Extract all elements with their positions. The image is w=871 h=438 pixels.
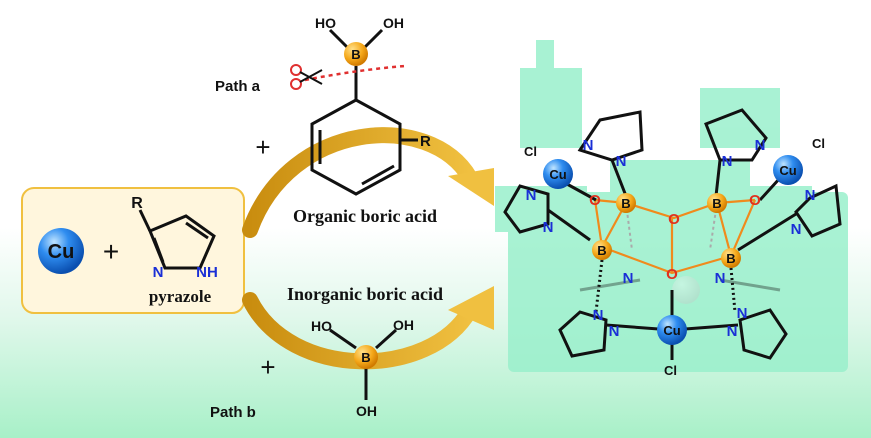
product-n-7: N xyxy=(805,187,816,204)
product-n-4: N xyxy=(755,137,766,154)
product-n-11: N xyxy=(727,323,738,340)
product-n-5: N xyxy=(526,187,537,204)
product-cluster: Cu Cu Cu Cl Cl Cl B B B B O O O O N N N … xyxy=(503,108,842,378)
product-n-13: N xyxy=(623,270,634,287)
path-a-oh: OH xyxy=(383,15,404,31)
product-n-10: N xyxy=(609,323,620,340)
product-silhouette xyxy=(495,40,848,372)
path-a-plus: + xyxy=(255,132,270,162)
path-b-ho: HO xyxy=(311,318,332,334)
product-n-1: N xyxy=(583,137,594,154)
scissors-icon xyxy=(290,64,323,90)
pyrazole-n: N xyxy=(153,264,164,281)
upper-arrowhead xyxy=(448,168,494,206)
product-cu-2: Cu xyxy=(779,163,796,178)
product-b-3: B xyxy=(597,243,606,258)
product-n-2: N xyxy=(616,153,627,170)
product-n-8: N xyxy=(791,221,802,238)
path-a-label: Path a xyxy=(215,78,261,95)
product-o-3: O xyxy=(668,211,680,228)
product-b-2: B xyxy=(712,196,721,211)
product-o-2: O xyxy=(749,192,761,209)
product-n-3: N xyxy=(722,153,733,170)
path-b-oh: OH xyxy=(393,317,414,333)
upper-arrow xyxy=(242,127,478,238)
product-n-14: N xyxy=(715,270,726,287)
pyrazole-nh: NH xyxy=(196,264,218,281)
pyrazole-r: R xyxy=(131,195,143,212)
product-cu-1: Cu xyxy=(549,167,566,182)
product-n-6: N xyxy=(543,219,554,236)
pyrazole-label: pyrazole xyxy=(149,287,212,306)
path-b-plus: + xyxy=(260,352,275,382)
product-cl-1: Cl xyxy=(524,144,537,159)
lower-arrowhead xyxy=(448,286,494,330)
path-b-b: B xyxy=(361,350,370,365)
product-cl-2: Cl xyxy=(812,136,825,151)
path-a-r: R xyxy=(420,133,431,150)
cu-atom: Cu xyxy=(38,228,84,274)
product-n-9: N xyxy=(593,307,604,324)
product-o-4: O xyxy=(666,266,678,283)
product-b-1: B xyxy=(621,196,630,211)
inorganic-boric-acid-label: Inorganic boric acid xyxy=(287,284,443,304)
path-b-oh-bottom: OH xyxy=(356,403,377,419)
organic-boric-acid-label: Organic boric acid xyxy=(293,206,437,226)
path-a-b: B xyxy=(351,47,360,62)
product-cu-3: Cu xyxy=(663,323,680,338)
cu-label: Cu xyxy=(48,241,75,263)
product-o-1: O xyxy=(589,192,601,209)
product-n-12: N xyxy=(737,305,748,322)
product-b-4: B xyxy=(726,251,735,266)
pyrazole-structure: R N NH pyrazole xyxy=(131,195,218,306)
product-cl-3: Cl xyxy=(664,363,677,378)
plus-sign: + xyxy=(103,236,119,267)
path-a-ho: HO xyxy=(315,15,336,31)
path-b-label: Path b xyxy=(210,404,256,421)
inorganic-boric-acid-structure: HO OH OH B xyxy=(311,317,414,419)
organic-boric-acid-structure: HO OH B R xyxy=(290,15,431,196)
